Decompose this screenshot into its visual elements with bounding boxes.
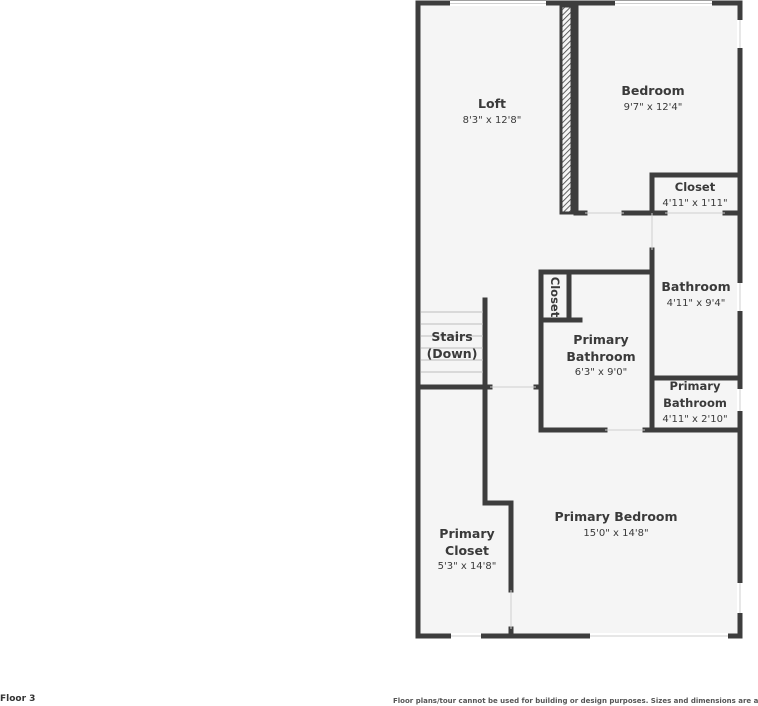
closet-bedroom-dims: 4'11" x 1'11" [662, 198, 727, 209]
primary-bath-name-line2: Bathroom [566, 349, 635, 364]
room-closet-small: Closet [548, 277, 562, 318]
primary-bath-small-name-line2: Bathroom [663, 396, 727, 410]
primary-bath-name-line1: Primary [573, 332, 628, 347]
bathroom-name: Bathroom [661, 279, 730, 294]
room-loft: Loft 8'3" x 12'8" [463, 96, 522, 126]
room-closet-bedroom: Closet 4'11" x 1'11" [662, 180, 727, 209]
windows [450, 1, 743, 639]
room-bedroom: Bedroom 9'7" x 12'4" [621, 83, 684, 113]
stairs-name-line2: (Down) [427, 346, 478, 361]
room-bathroom: Bathroom 4'11" x 9'4" [661, 279, 730, 309]
primary-closet-dims: 5'3" x 14'8" [438, 561, 497, 572]
floor-label: Floor 3 [0, 694, 36, 704]
primary-bath-dims: 6'3" x 9'0" [575, 367, 627, 378]
disclaimer-text: Floor plans/tour cannot be used for buil… [393, 697, 758, 705]
loft-name: Loft [478, 96, 506, 111]
room-primary-bathroom: Primary Bathroom 6'3" x 9'0" [566, 332, 635, 378]
bedroom-dims: 9'7" x 12'4" [624, 102, 683, 113]
closet-small-name: Closet [548, 277, 562, 318]
door-openings [490, 212, 725, 629]
stairs-name-line1: Stairs [431, 329, 472, 344]
interior-walls [415, 0, 743, 639]
room-primary-bathroom-small: Primary Bathroom 4'11" x 2'10" [662, 379, 727, 425]
bathroom-dims: 4'11" x 9'4" [667, 298, 726, 309]
primary-bedroom-name: Primary Bedroom [554, 509, 677, 524]
bedroom-name: Bedroom [621, 83, 684, 98]
primary-bedroom-dims: 15'0" x 14'8" [583, 528, 648, 539]
stairs-treads [421, 311, 483, 373]
primary-bath-small-name-line1: Primary [670, 379, 721, 393]
primary-bath-small-dims: 4'11" x 2'10" [662, 414, 727, 425]
half-wall-railing [559, 4, 574, 215]
room-primary-bedroom: Primary Bedroom 15'0" x 14'8" [554, 509, 677, 539]
primary-closet-name-line1: Primary [439, 526, 494, 541]
primary-closet-name-line2: Closet [445, 543, 489, 558]
room-primary-closet: Primary Closet 5'3" x 14'8" [438, 526, 497, 572]
loft-dims: 8'3" x 12'8" [463, 115, 522, 126]
room-stairs: Stairs (Down) [427, 329, 478, 361]
closet-bedroom-name: Closet [675, 180, 716, 194]
